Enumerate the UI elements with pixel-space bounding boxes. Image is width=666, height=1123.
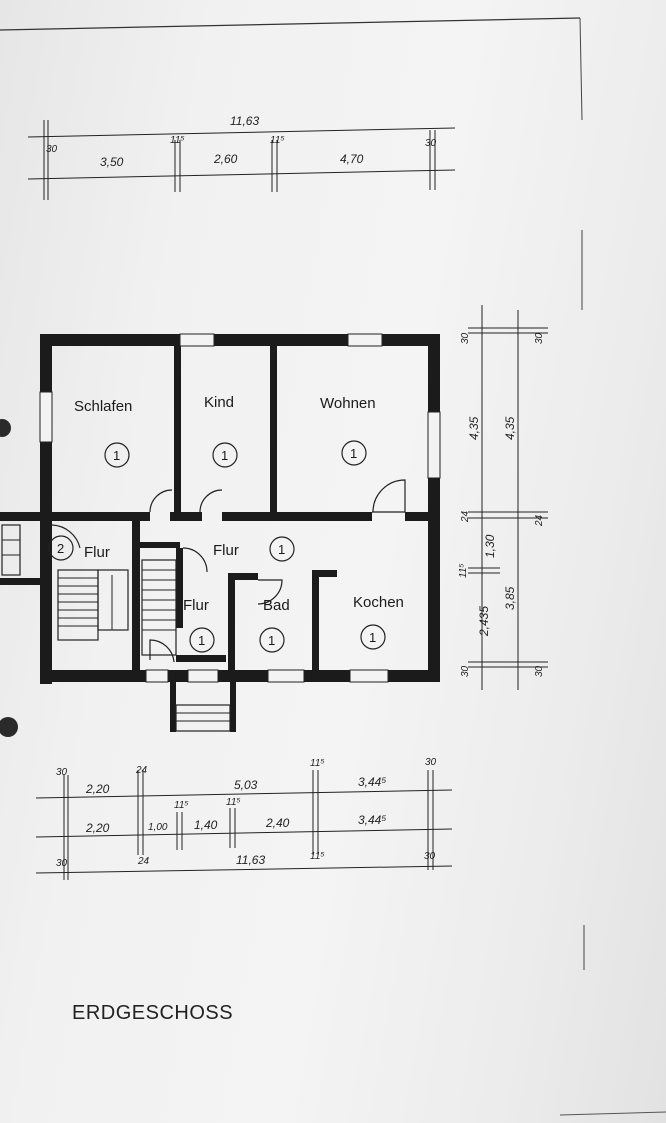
room-number-bad: 1 bbox=[268, 633, 275, 648]
staircase-left bbox=[57, 569, 129, 641]
dim-bottom-r2-1: 2,20 bbox=[85, 821, 110, 835]
room-number-flur-small: 1 bbox=[198, 633, 205, 648]
dim-right-inner-3: 24 bbox=[460, 510, 471, 523]
room-label-flur-hall: Flur bbox=[213, 542, 239, 559]
room-label-schlafen: Schlafen bbox=[74, 398, 132, 415]
dim-bottom-r3-4: 11⁵ bbox=[310, 851, 325, 862]
punch-hole-bottom bbox=[0, 717, 18, 737]
dim-bottom-r1-3: 24 bbox=[135, 765, 148, 776]
dim-right-inner-1: 30 bbox=[460, 332, 471, 344]
room-number-kochen: 1 bbox=[369, 630, 376, 645]
right-dimension-chains bbox=[468, 305, 548, 690]
dim-bottom-r2-4: 1,40 bbox=[194, 818, 218, 832]
dim-right-inner-5: 11⁵ bbox=[458, 563, 469, 578]
dim-top-seg-7: 30 bbox=[425, 138, 437, 149]
room-label-wohnen: Wohnen bbox=[320, 395, 376, 412]
top-dimension-chain bbox=[27, 120, 456, 200]
windows bbox=[39, 333, 441, 683]
dim-right-inner-6: 2,435 bbox=[477, 606, 491, 637]
sheet-border-bottom bbox=[559, 1111, 666, 1116]
dim-right-outer-2: 4,35 bbox=[503, 416, 517, 440]
dim-top-seg-6: 4,70 bbox=[340, 152, 364, 166]
room-label-flur-small: Flur bbox=[183, 597, 209, 614]
dim-bottom-r1-5: 11⁵ bbox=[310, 758, 325, 769]
bottom-dimension-chains bbox=[35, 770, 453, 880]
staircase-right bbox=[141, 559, 177, 656]
drawing-title: ERDGESCHOSS bbox=[72, 1002, 233, 1024]
dim-right-outer-1: 30 bbox=[534, 332, 545, 344]
side-entry bbox=[1, 524, 21, 576]
room-number-kind: 1 bbox=[221, 448, 228, 463]
dim-bottom-r1-6: 3,44⁵ bbox=[358, 775, 386, 789]
entry-steps bbox=[170, 682, 236, 732]
dim-top-seg-4: 2,60 bbox=[213, 152, 238, 166]
dim-bottom-r1-1: 30 bbox=[56, 767, 68, 778]
room-label-kochen: Kochen bbox=[353, 594, 404, 611]
dim-bottom-r1-7: 30 bbox=[425, 757, 437, 768]
sheet-border-top bbox=[0, 17, 581, 31]
dim-top-seg-1: 30 bbox=[46, 144, 58, 155]
room-number-schlafen: 1 bbox=[113, 448, 120, 463]
dim-right-outer-5: 30 bbox=[534, 665, 545, 677]
room-label-kind: Kind bbox=[204, 394, 234, 411]
room-number-markers bbox=[48, 440, 386, 653]
dim-bottom-r2-3: 11⁵ bbox=[174, 800, 189, 811]
dim-right-inner-7: 30 bbox=[460, 665, 471, 677]
room-number-flur-stair: 2 bbox=[57, 541, 64, 556]
dim-bottom-r1-2: 2,20 bbox=[85, 782, 110, 796]
dim-bottom-r3-2: 24 bbox=[137, 856, 150, 867]
dim-bottom-r3-3: 11,63 bbox=[236, 853, 265, 867]
dim-bottom-r2-2: 1,00 bbox=[148, 822, 168, 833]
dim-bottom-r2-6: 2,40 bbox=[265, 816, 290, 830]
punch-hole-top bbox=[0, 419, 11, 437]
room-label-flur-stair: Flur bbox=[84, 544, 110, 561]
room-number-flur-hall: 1 bbox=[278, 542, 285, 557]
dim-top-overall: 11,63 bbox=[230, 114, 259, 128]
dim-right-outer-3: 24 bbox=[534, 514, 545, 527]
dim-bottom-r3-1: 30 bbox=[56, 858, 68, 869]
dim-right-inner-2: 4,35 bbox=[467, 416, 481, 440]
room-label-bad: Bad bbox=[263, 597, 290, 614]
dim-right-outer-4: 3,85 bbox=[503, 586, 517, 610]
dim-bottom-r2-5: 11⁵ bbox=[226, 797, 241, 808]
room-number-wohnen: 1 bbox=[350, 446, 357, 461]
sheet-border-right bbox=[579, 17, 583, 121]
dim-right-inner-4: 1,30 bbox=[483, 534, 497, 558]
dim-top-seg-3: 11⁵ bbox=[170, 135, 185, 146]
door-swings bbox=[51, 479, 406, 663]
dim-bottom-r3-5: 30 bbox=[424, 851, 436, 862]
dim-bottom-r1-4: 5,03 bbox=[234, 778, 258, 792]
dim-bottom-r2-7: 3,44⁵ bbox=[358, 813, 386, 827]
dim-top-seg-5: 11⁵ bbox=[270, 135, 285, 146]
dim-top-seg-2: 3,50 bbox=[100, 155, 124, 169]
